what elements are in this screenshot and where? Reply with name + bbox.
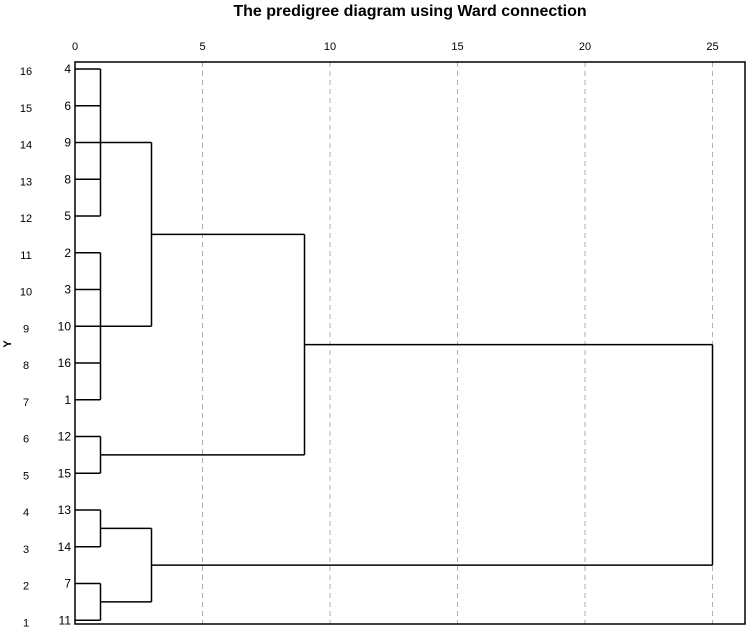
x-tick-label-1: 5: [199, 41, 205, 53]
leaf-label-4: 5: [64, 209, 71, 223]
y-axis-label: Y: [2, 340, 14, 348]
x-tick-label-4: 20: [579, 41, 591, 53]
row-number-5: 11: [20, 250, 31, 262]
leaf-label-13: 14: [58, 540, 72, 554]
leaf-label-2: 9: [64, 136, 71, 150]
x-tick-label-5: 25: [706, 41, 718, 53]
leaf-label-10: 12: [58, 430, 72, 444]
leaf-labels: 4 6 9 8 5 2 3 10 16 1 12 15 13 14 7 11: [58, 62, 72, 627]
leaf-label-3: 8: [64, 172, 71, 186]
row-number-10: 6: [23, 434, 29, 446]
leaf-label-7: 10: [58, 319, 72, 333]
row-number-15: 1: [23, 617, 29, 628]
row-number-14: 2: [23, 581, 29, 593]
row-number-6: 10: [20, 287, 32, 299]
x-tick-label-3: 15: [451, 41, 463, 53]
x-tick-label-2: 10: [324, 41, 336, 53]
x-axis-ticks: 0 5 10 15 20 25: [72, 41, 719, 53]
leaf-label-6: 3: [64, 283, 71, 297]
row-number-7: 9: [23, 323, 29, 335]
leaf-label-15: 11: [59, 613, 72, 627]
leaf-label-1: 6: [64, 99, 71, 113]
row-number-4: 12: [20, 213, 32, 225]
row-number-12: 4: [23, 507, 29, 519]
row-number-13: 3: [23, 544, 29, 556]
leaf-label-0: 4: [64, 62, 71, 76]
plot-frame: [74, 61, 746, 625]
leaf-label-5: 2: [64, 246, 71, 260]
row-number-8: 8: [23, 360, 29, 372]
leaf-label-9: 1: [64, 393, 71, 407]
row-number-3: 13: [20, 176, 32, 188]
x-tick-label-0: 0: [72, 41, 78, 53]
chart-title: The predigree diagram using Ward connect…: [233, 3, 586, 20]
leaf-label-8: 16: [58, 356, 72, 370]
grid-lines: [202, 62, 713, 624]
leaf-label-11: 15: [58, 466, 72, 480]
leaf-label-12: 13: [58, 503, 72, 517]
row-number-0: 16: [20, 66, 32, 78]
row-numbers: 16 15 14 13 12 11 10 9 8 7 6 5 4 3 2 1: [20, 66, 32, 628]
row-number-9: 7: [23, 397, 29, 409]
row-number-11: 5: [23, 470, 29, 482]
row-number-2: 14: [20, 140, 32, 152]
leaf-label-14: 7: [64, 577, 71, 591]
dendrogram-links: [75, 68, 714, 621]
row-number-1: 15: [20, 103, 32, 115]
